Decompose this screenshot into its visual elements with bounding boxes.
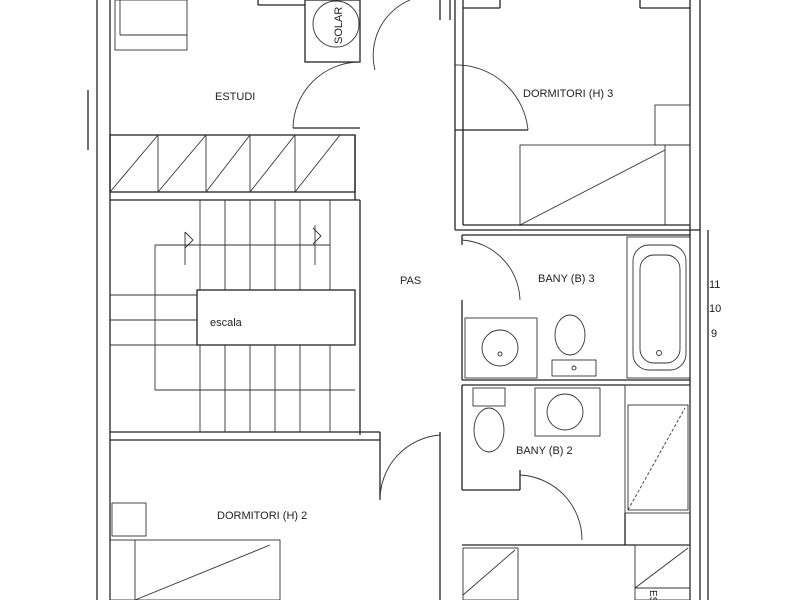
solar-tank [312, 0, 360, 48]
shower [624, 384, 691, 514]
room-label-pas: PAS [400, 275, 421, 287]
bany-3-room: BANY (B) 3 [461, 234, 691, 381]
room-label-bany-2: BANY (B) 2 [516, 445, 573, 457]
toilet-tank [551, 359, 597, 377]
door-swing [519, 474, 583, 541]
solar-closet [304, 0, 361, 63]
sink [546, 393, 584, 431]
bottom-wardrobes: ESP [462, 544, 691, 600]
outer-walls [87, 0, 709, 600]
dimension-mark: 11 [709, 279, 720, 291]
bany-2-room: BANY (B) 2 [461, 384, 691, 546]
door-swing [379, 434, 441, 501]
dimension-marks: 11 10 9 [709, 279, 721, 340]
toilet [554, 314, 586, 356]
wardrobe-row [109, 134, 356, 193]
escala-box [196, 289, 356, 346]
nightstand [654, 104, 691, 146]
bathtub [626, 236, 691, 379]
wardrobe [114, 0, 188, 51]
room-label-estudi: ESTUDI [215, 91, 255, 103]
room-label-dormitori-3: DORMITORI (H) 3 [523, 88, 613, 100]
nightstand [111, 502, 147, 537]
escala-label: escala [210, 317, 243, 329]
staircase: escala [110, 200, 380, 441]
bed [109, 539, 281, 600]
dimension-mark: 10 [709, 303, 721, 315]
door-swing [372, 0, 411, 71]
solar-label: SOLAR [333, 7, 345, 44]
dormitori-3-room: DORMITORI (H) 3 [454, 0, 700, 231]
door-swing [292, 61, 361, 129]
room-label-dormitori-2: DORMITORI (H) 2 [217, 510, 307, 522]
bed [519, 144, 691, 226]
sink [481, 329, 519, 367]
toilet-tank [472, 387, 506, 407]
door-swing [461, 239, 521, 301]
sink-counter [534, 387, 601, 437]
estudi-room: SOLAR ESTUDI [109, 0, 411, 201]
dormitori-2-room: DORMITORI (H) 2 [109, 502, 307, 600]
sink-counter [464, 317, 538, 379]
esp-label: ESP [647, 590, 658, 600]
toilet [473, 407, 505, 453]
door-swing [454, 64, 529, 131]
room-label-bany-3: BANY (B) 3 [538, 273, 595, 285]
dimension-mark: 9 [711, 328, 717, 340]
